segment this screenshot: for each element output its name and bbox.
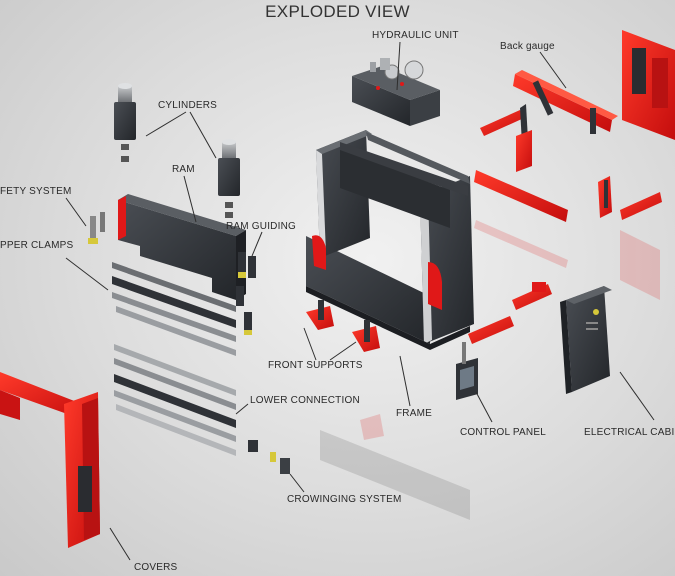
lower-connection-part [114,344,236,456]
label-ram-guiding: RAM GUIDING [226,221,296,232]
label-covers: COVERS [134,562,178,573]
label-lower-connection: LOWER CONNECTION [250,395,360,406]
diagram-title: EXPLODED VIEW [265,2,410,21]
label-back-gauge: Back gauge [500,41,555,52]
label-ram: RAM [172,164,195,175]
label-crowinging-system: CROWINGING SYSTEM [287,494,402,505]
label-upper-clamps: PPER CLAMPS [0,240,74,251]
back-gauge-part [474,70,662,222]
floor-reflection [320,220,660,520]
cylinders-part [114,83,240,218]
ram-part [118,194,246,300]
label-frame: FRAME [396,408,432,419]
crowinging-system-part [248,440,290,474]
cabinet-door-part [622,30,675,140]
label-front-supports: FRONT SUPPORTS [268,360,363,371]
ram-guiding-part [236,252,256,335]
support-arm-part [468,282,552,344]
label-control-panel: CONTROL PANEL [460,427,546,438]
label-hydraulic-unit: HYDRAULIC UNIT [372,30,459,41]
label-safety-system: FETY SYSTEM [0,186,72,197]
label-cylinders: CYLINDERS [158,100,218,111]
covers-part [0,372,100,548]
upper-clamps-part [112,262,236,356]
control-panel-part [456,342,478,400]
electrical-cabinet-part [560,286,612,394]
front-supports-part [306,300,380,352]
frame-part [306,130,474,350]
label-electrical-cabinet: ELECTRICAL CABINE [584,427,675,438]
hydraulic-unit-part [352,58,440,126]
safety-system-part [88,212,105,244]
leader-lines [65,41,655,561]
